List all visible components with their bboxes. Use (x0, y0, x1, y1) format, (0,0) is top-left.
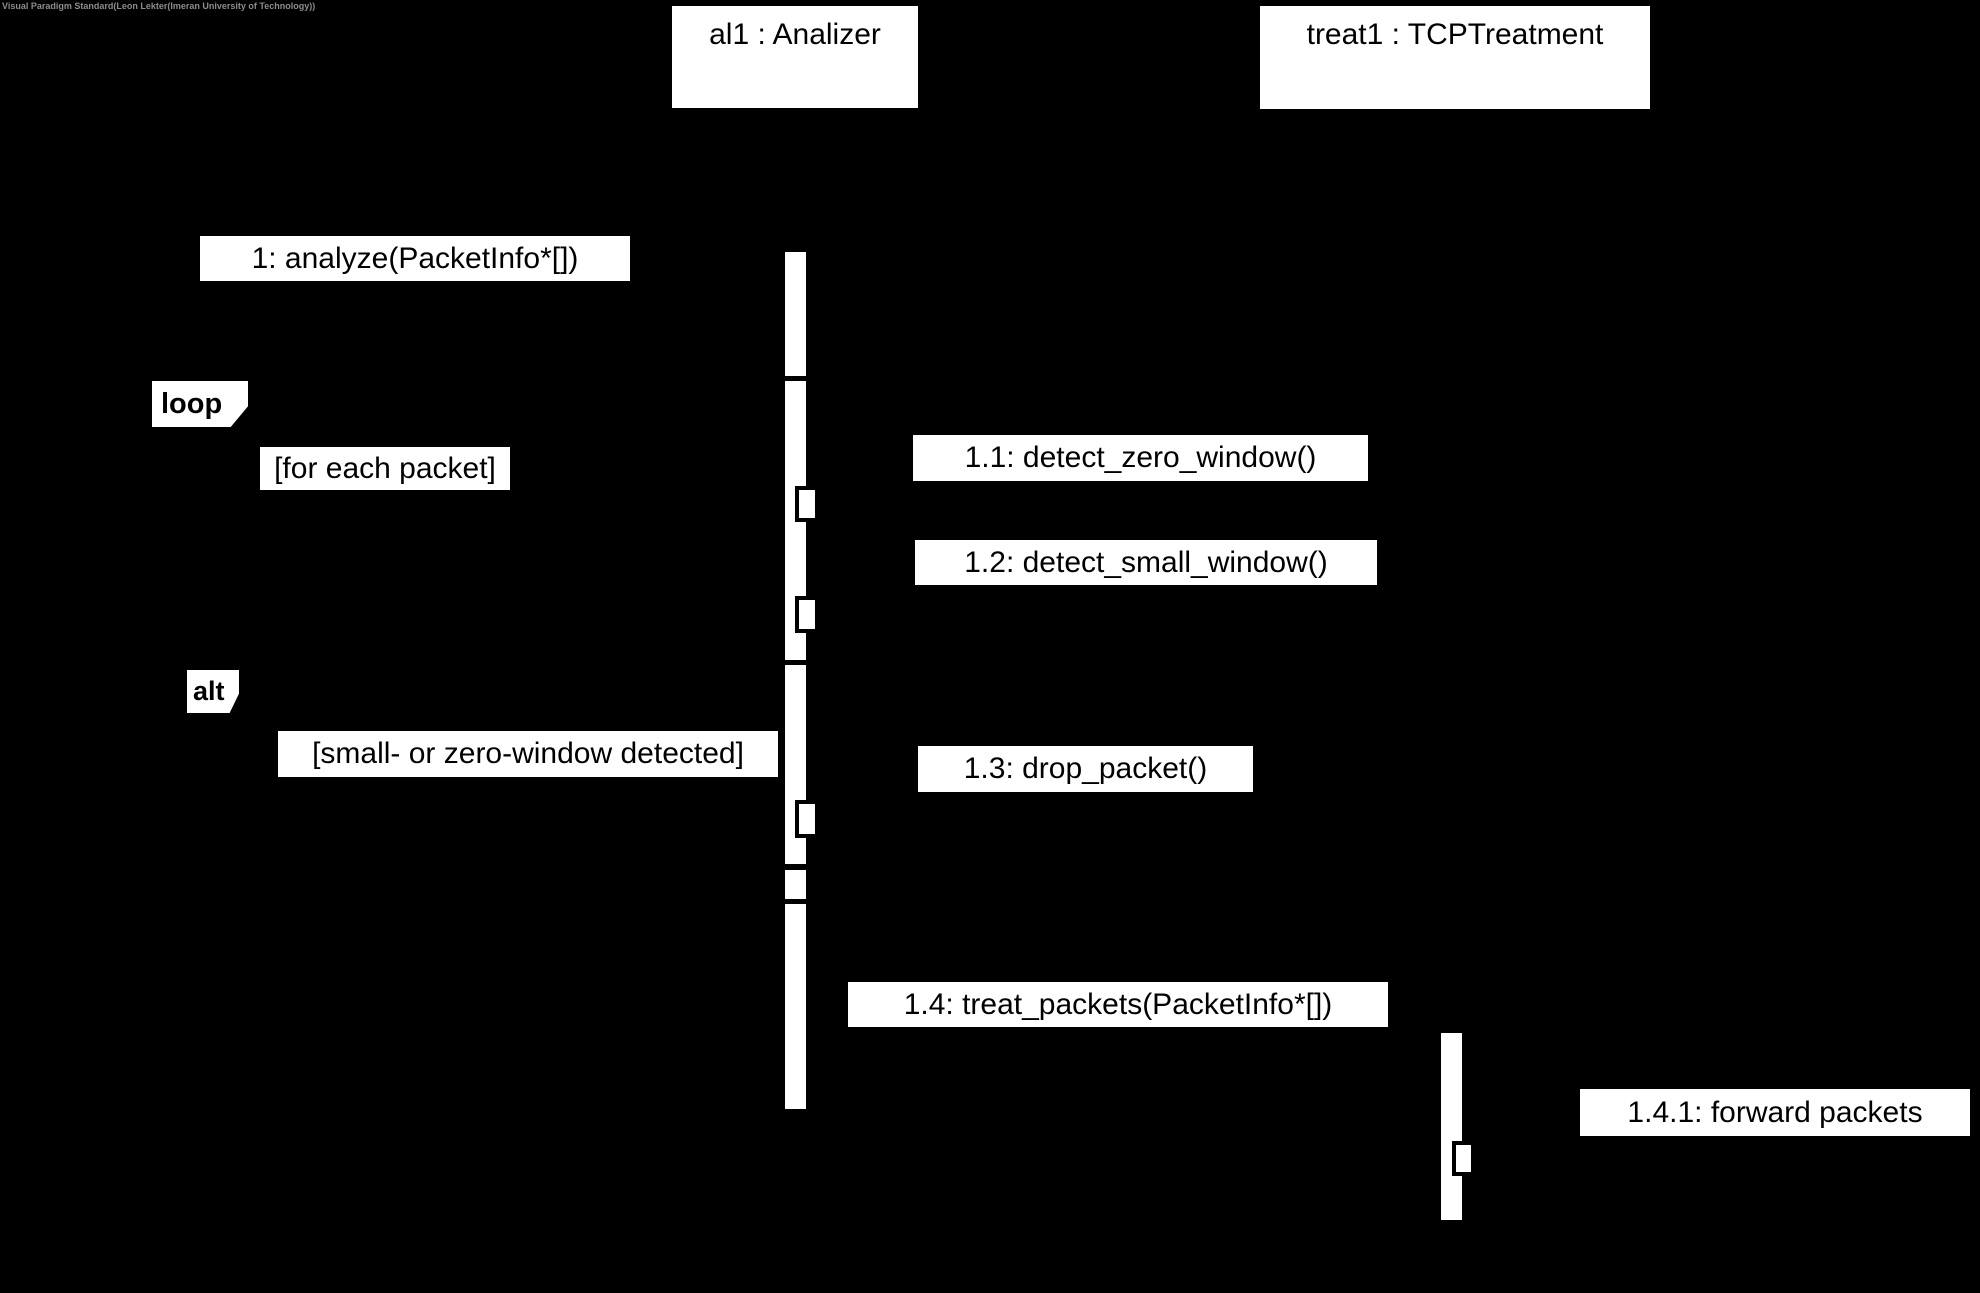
fragment-operator-alt: alt (187, 670, 239, 713)
message-text: 1.3: drop_packet() (963, 752, 1208, 785)
nested-activation-forward-packets (1452, 1141, 1475, 1176)
activation-bar-al1-4 (785, 870, 806, 899)
guard-text: [for each packet] (274, 451, 496, 485)
fragment-operator-loop: loop (152, 381, 248, 427)
activation-bar-al1-1 (785, 252, 806, 376)
guard-small-or-zero-window: [small- or zero-window detected] (278, 731, 778, 777)
message-text: 1.4.1: forward packets (1627, 1095, 1923, 1129)
message-label-forward-packets: 1.4.1: forward packets (1580, 1089, 1970, 1136)
message-label-analyze: 1: analyze(PacketInfo*[]) (200, 236, 630, 281)
guard-text: [small- or zero-window detected] (312, 737, 744, 770)
message-text: 1.2: detect_small_window() (964, 545, 1328, 579)
message-label-detect-small-window: 1.2: detect_small_window() (915, 540, 1377, 585)
message-text: 1.1: detect_zero_window() (964, 441, 1317, 474)
nested-activation-detect-zero (795, 486, 819, 522)
lifeline-name-treat1: treat1 : TCPTreatment (1306, 18, 1604, 51)
message-label-drop-packet: 1.3: drop_packet() (918, 746, 1253, 792)
lifeline-head-al1: al1 : Analizer (672, 6, 918, 108)
lifeline-head-treat1: treat1 : TCPTreatment (1260, 6, 1650, 109)
fragment-operator-text: loop (161, 387, 223, 420)
message-label-detect-zero-window: 1.1: detect_zero_window() (913, 435, 1368, 481)
nested-activation-detect-small (795, 596, 819, 633)
activation-bar-al1-5 (785, 904, 806, 1109)
message-text: 1: analyze(PacketInfo*[]) (251, 241, 579, 275)
message-label-treat-packets: 1.4: treat_packets(PacketInfo*[]) (848, 982, 1388, 1027)
guard-for-each-packet: [for each packet] (260, 447, 510, 490)
activation-bar-treat1 (1441, 1033, 1462, 1220)
watermark-text: Visual Paradigm Standard(Leon Lekter(Ime… (2, 1, 316, 11)
lifeline-name-al1: al1 : Analizer (709, 18, 881, 51)
nested-activation-drop-packet (795, 800, 819, 838)
message-text: 1.4: treat_packets(PacketInfo*[]) (903, 987, 1333, 1021)
fragment-operator-text: alt (193, 676, 225, 706)
